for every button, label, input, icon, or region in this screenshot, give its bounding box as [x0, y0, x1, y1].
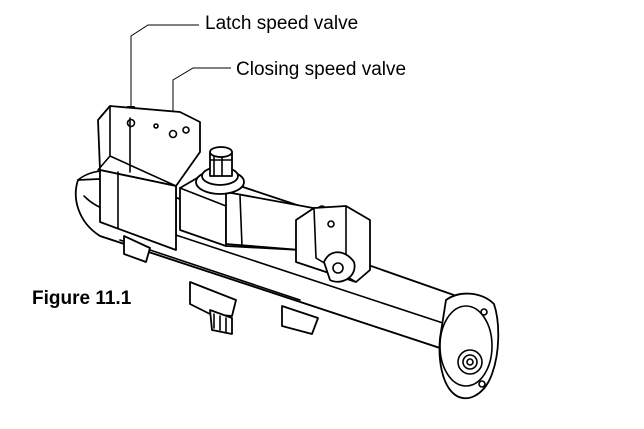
- closing-speed-valve-label: Closing speed valve: [236, 59, 407, 80]
- top-pinion: [195, 146, 245, 195]
- end-cap: [438, 292, 500, 400]
- underside-lugs: [123, 235, 319, 335]
- left-bracket: [97, 105, 201, 251]
- right-bracket: [295, 205, 371, 283]
- latch-speed-valve-label: Latch speed valve: [205, 13, 359, 34]
- bottom-pinion: [189, 281, 237, 335]
- figure-caption: Figure 11.1: [32, 288, 132, 309]
